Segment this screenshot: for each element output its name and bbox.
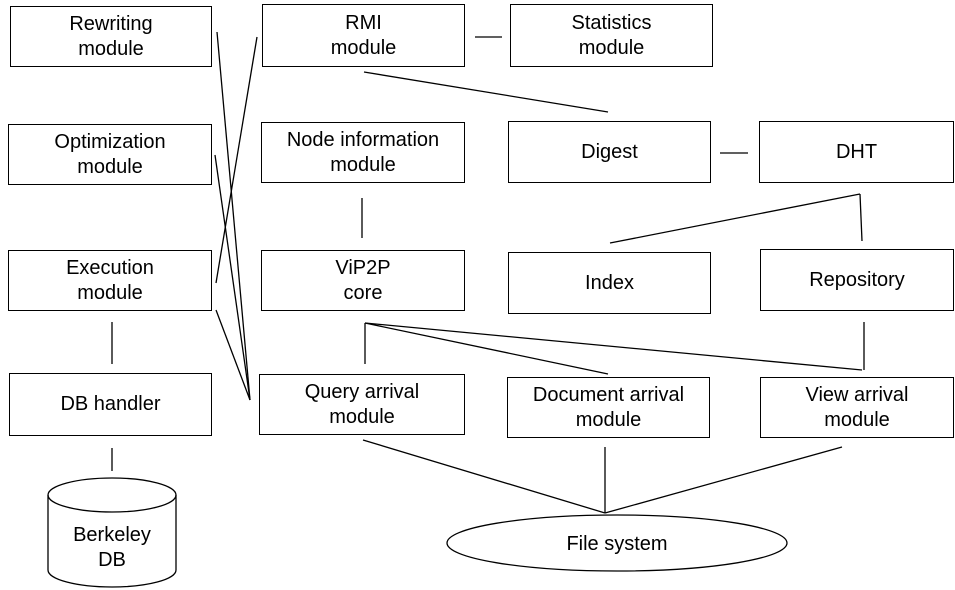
- repository-label: Repository: [809, 268, 905, 291]
- query-arrival-module-label: Query arrival module: [304, 380, 420, 428]
- connector-rewriting-query: [216, 31, 251, 401]
- index-label: Index: [585, 271, 634, 294]
- digest-box: Digest: [508, 121, 711, 183]
- file-system-label: File system: [566, 532, 668, 555]
- berkeley-db-label: Berkeley DB: [73, 524, 151, 571]
- connector-execution-rmi: [215, 36, 258, 284]
- db-handler-label: DB handler: [60, 393, 161, 415]
- statistics-module-label: Statistics module: [571, 11, 652, 59]
- connector-dht-repository: [859, 193, 863, 242]
- repository-box: Repository: [760, 249, 954, 311]
- node-information-module-label: Node information module: [286, 128, 440, 176]
- rewriting-module-label: Rewriting module: [69, 12, 153, 60]
- dht-label: DHT: [835, 140, 878, 163]
- query-arrival-module-box: Query arrival module: [259, 374, 465, 435]
- execution-module-label: Execution module: [66, 256, 154, 304]
- view-arrival-module-box: View arrival module: [760, 377, 954, 438]
- node-information-module-box: Node information module: [261, 122, 465, 183]
- optimization-module-label: Optimization module: [54, 130, 166, 178]
- connector-core-document: [364, 322, 609, 375]
- optimization-module-box: Optimization module: [8, 124, 212, 185]
- rmi-module-label: RMI module: [330, 11, 397, 59]
- view-arrival-module-label: View arrival module: [805, 383, 909, 431]
- connector-core-view: [364, 322, 863, 371]
- connector-execution-query: [215, 309, 251, 401]
- connector-rmi-digest: [363, 71, 609, 113]
- connector-optimization-query: [214, 154, 251, 401]
- index-box: Index: [508, 252, 711, 314]
- connector-query-filesystem: [362, 439, 606, 514]
- berkeley-db-cylinder-top: [47, 477, 177, 513]
- rmi-module-box: RMI module: [262, 4, 465, 67]
- document-arrival-module-box: Document arrival module: [507, 377, 710, 438]
- document-arrival-module-label: Document arrival module: [532, 383, 685, 431]
- statistics-module-box: Statistics module: [510, 4, 713, 67]
- file-system-ellipse: [446, 514, 788, 572]
- vip2p-core-label: ViP2P core: [335, 256, 391, 304]
- connector-view-filesystem: [604, 446, 843, 514]
- vip2p-core-box: ViP2P core: [261, 250, 465, 311]
- rewriting-module-box: Rewriting module: [10, 6, 212, 67]
- db-handler-box: DB handler: [9, 373, 212, 436]
- execution-module-box: Execution module: [8, 250, 212, 311]
- digest-label: Digest: [581, 140, 638, 163]
- berkeley-db-cylinder: [47, 495, 177, 588]
- dht-box: DHT: [759, 121, 954, 183]
- connector-dht-index: [609, 193, 861, 244]
